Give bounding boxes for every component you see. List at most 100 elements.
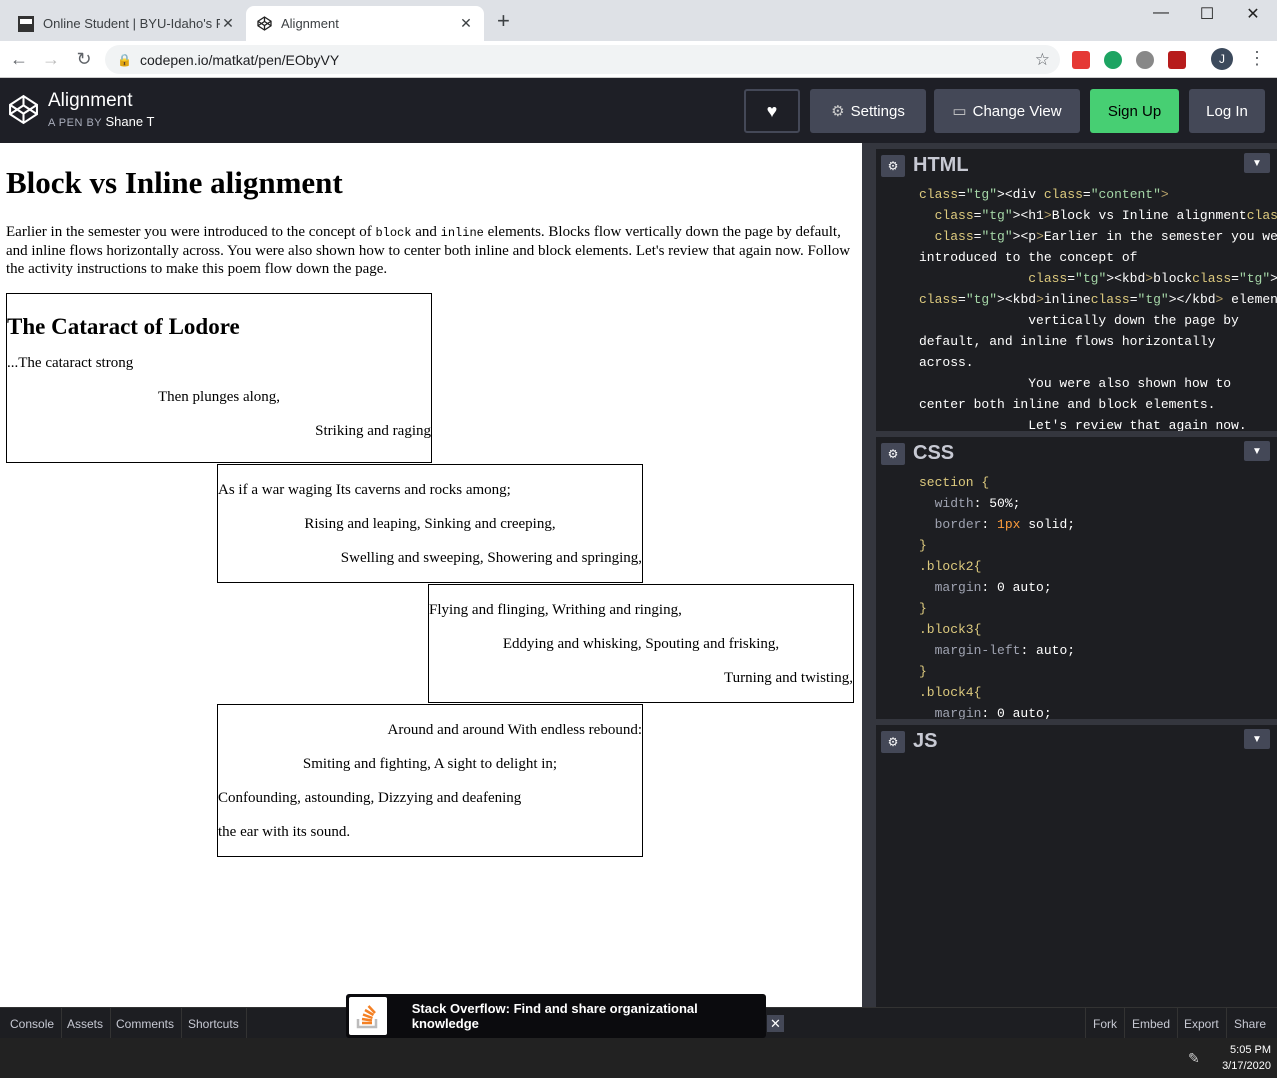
gear-icon[interactable]: ⚙ xyxy=(881,154,905,177)
code-line[interactable]: 5 vertically down the page by xyxy=(876,310,1277,331)
code-line[interactable]: 7 Let's review that again now. xyxy=(876,415,1277,433)
gear-icon[interactable]: ⚙ xyxy=(881,442,905,465)
html-editor-header: ⚙ HTML ▼ xyxy=(876,143,1277,182)
code-line[interactable]: center both inline and block elements. xyxy=(876,394,1277,415)
code-text: .block2{ xyxy=(919,559,982,574)
code-line[interactable]: 3 class="tg"><p>Earlier in the semester … xyxy=(876,226,1277,247)
forward-icon[interactable]: → xyxy=(42,49,60,69)
chevron-down-icon[interactable]: ▼ xyxy=(1244,153,1270,173)
code-line[interactable]: 1class="tg"><div class="content"> xyxy=(876,184,1277,205)
preview-heading: Block vs Inline alignment xyxy=(6,165,343,200)
share-button[interactable]: Share xyxy=(1234,1016,1267,1031)
code-text: default, and inline flows horizontally xyxy=(919,334,1216,349)
url-text: codepen.io/matkat/pen/EObyVY xyxy=(140,51,340,68)
code-line[interactable]: 9 margin-left: auto; xyxy=(876,640,1277,661)
code-line[interactable]: 7} xyxy=(876,598,1277,619)
reload-icon[interactable]: ↻ xyxy=(76,49,92,69)
maximize-icon[interactable]: ☐ xyxy=(1199,6,1215,23)
extension-red-icon[interactable] xyxy=(1072,51,1090,69)
fork-button[interactable]: Fork xyxy=(1085,1008,1125,1039)
code-line[interactable]: 6 You were also shown how to xyxy=(876,373,1277,394)
embed-button[interactable]: Embed xyxy=(1125,1008,1179,1039)
poem-line: Swelling and sweeping, Showering and spr… xyxy=(340,550,642,566)
new-tab-icon[interactable]: + xyxy=(497,8,510,33)
extension-green-icon[interactable] xyxy=(1104,51,1122,69)
code-text: You were also shown how to xyxy=(919,376,1232,391)
codepen-favicon-icon xyxy=(256,16,272,32)
codepen-logo-icon[interactable] xyxy=(8,94,39,125)
gear-icon[interactable]: ⚙ xyxy=(881,730,905,753)
code-line[interactable]: 2 width: 50%; xyxy=(876,493,1277,514)
code-text: margin-left: auto; xyxy=(934,643,1076,658)
close-toast-icon[interactable]: ✕ xyxy=(767,1015,784,1032)
code-line[interactable]: introduced to the concept of xyxy=(876,247,1277,268)
export-button[interactable]: Export xyxy=(1177,1008,1227,1039)
code-line[interactable]: class="tg"><kbd>inlineclass="tg"></kbd> … xyxy=(876,289,1277,310)
pane-resizer[interactable] xyxy=(862,143,876,1007)
log-in-button[interactable]: Log In xyxy=(1189,89,1265,133)
codepen-header: Alignment A PEN BY Shane T ♥ ⚙Settings ▭… xyxy=(0,78,1277,143)
code-line[interactable]: across. xyxy=(876,352,1277,373)
byui-favicon-icon xyxy=(18,15,34,32)
chevron-down-icon[interactable]: ▼ xyxy=(1244,729,1270,749)
js-editor[interactable]: ⚙ JS ▼ 1 xyxy=(876,719,1277,1007)
css-editor[interactable]: ⚙ CSS ▼ 1section {2 width: 50%;3 border:… xyxy=(876,431,1277,721)
url-bar[interactable]: 🔒 codepen.io/matkat/pen/EObyVY ☆ xyxy=(105,45,1060,74)
back-icon[interactable]: ← xyxy=(10,49,28,69)
poem-line: Smiting and fighting, A sight to delight… xyxy=(302,756,558,772)
close-tab-icon[interactable]: ✕ xyxy=(460,15,472,31)
code-line[interactable]: 4 class="tg"><kbd>blockclass="tg"></kbd>… xyxy=(876,268,1277,289)
sign-up-button[interactable]: Sign Up xyxy=(1090,89,1179,133)
toast-message: Stack Overflow: Find and share organizat… xyxy=(411,1001,698,1031)
system-clock[interactable]: 5:05 PM 3/17/2020 xyxy=(1222,1042,1271,1074)
comments-button[interactable]: Comments xyxy=(109,1008,183,1039)
poem-line: Around and around With endless rebound: xyxy=(387,722,643,738)
html-code-area[interactable]: 1class="tg"><div class="content">2 class… xyxy=(876,182,1277,433)
shortcuts-button[interactable]: Shortcuts xyxy=(181,1008,247,1039)
code-text: } xyxy=(919,664,927,679)
settings-button[interactable]: ⚙Settings xyxy=(810,89,926,133)
js-editor-header: ⚙ JS ▼ xyxy=(876,719,1277,758)
tab-alignment[interactable]: Alignment ✕ xyxy=(246,6,484,41)
profile-avatar[interactable]: J xyxy=(1211,48,1233,70)
extension-gear-icon[interactable] xyxy=(1136,51,1154,69)
settings-label: Settings xyxy=(850,102,905,120)
css-code-area[interactable]: 1section {2 width: 50%;3 border: 1px sol… xyxy=(876,470,1277,721)
stack-overflow-logo-icon xyxy=(349,997,387,1035)
code-line[interactable]: 4} xyxy=(876,535,1277,556)
code-line[interactable]: 12 margin: 0 auto; xyxy=(876,703,1277,721)
js-code-area[interactable]: 1 xyxy=(876,758,1277,760)
browser-menu-icon[interactable]: ⋮ xyxy=(1248,48,1266,68)
love-button[interactable]: ♥ xyxy=(744,89,800,133)
code-line[interactable]: 8.block3{ xyxy=(876,619,1277,640)
tab-title: Alignment xyxy=(281,16,339,31)
bookmark-star-icon[interactable]: ☆ xyxy=(1034,50,1050,69)
result-preview: Block vs Inline alignment Earlier in the… xyxy=(0,143,862,1007)
close-tab-icon[interactable]: ✕ xyxy=(222,15,234,31)
code-line[interactable]: 3 border: 1px solid; xyxy=(876,514,1277,535)
assets-button[interactable]: Assets xyxy=(60,1008,112,1039)
poem-line: As if a war waging Its caverns and rocks… xyxy=(218,482,511,498)
tab-byui[interactable]: Online Student | BYU-Idaho's Per ✕ xyxy=(8,6,246,41)
code-line[interactable]: 11.block4{ xyxy=(876,682,1277,703)
window-close-icon[interactable]: ✕ xyxy=(1246,6,1260,23)
code-text: class="tg"><kbd>blockclass="tg"></kbd> a… xyxy=(1028,271,1277,286)
code-line[interactable]: 6 margin: 0 auto; xyxy=(876,577,1277,598)
poem-block-4: Around and around With endless rebound: … xyxy=(217,704,643,857)
author-link[interactable]: Shane T xyxy=(105,114,155,129)
chevron-down-icon[interactable]: ▼ xyxy=(1244,441,1270,461)
code-line[interactable]: default, and inline flows horizontally xyxy=(876,331,1277,352)
html-editor[interactable]: ⚙ HTML ▼ 1class="tg"><div class="content… xyxy=(876,143,1277,433)
change-view-button[interactable]: ▭Change View xyxy=(934,89,1080,133)
code-text: .block3{ xyxy=(919,622,982,637)
code-line[interactable]: 2 class="tg"><h1>Block vs Inline alignme… xyxy=(876,205,1277,226)
pen-tray-icon[interactable]: ✎ xyxy=(1188,1050,1200,1066)
code-line[interactable]: 1section { xyxy=(876,472,1277,493)
extension-pdf-icon[interactable] xyxy=(1168,51,1186,69)
browser-tab-bar: Online Student | BYU-Idaho's Per ✕ Align… xyxy=(0,0,1277,41)
minimize-icon[interactable]: — xyxy=(1153,4,1169,21)
console-button[interactable]: Console xyxy=(3,1008,63,1039)
ad-toast[interactable]: Stack Overflow: Find and share organizat… xyxy=(346,994,766,1038)
code-line[interactable]: 5.block2{ xyxy=(876,556,1277,577)
code-line[interactable]: 10} xyxy=(876,661,1277,682)
